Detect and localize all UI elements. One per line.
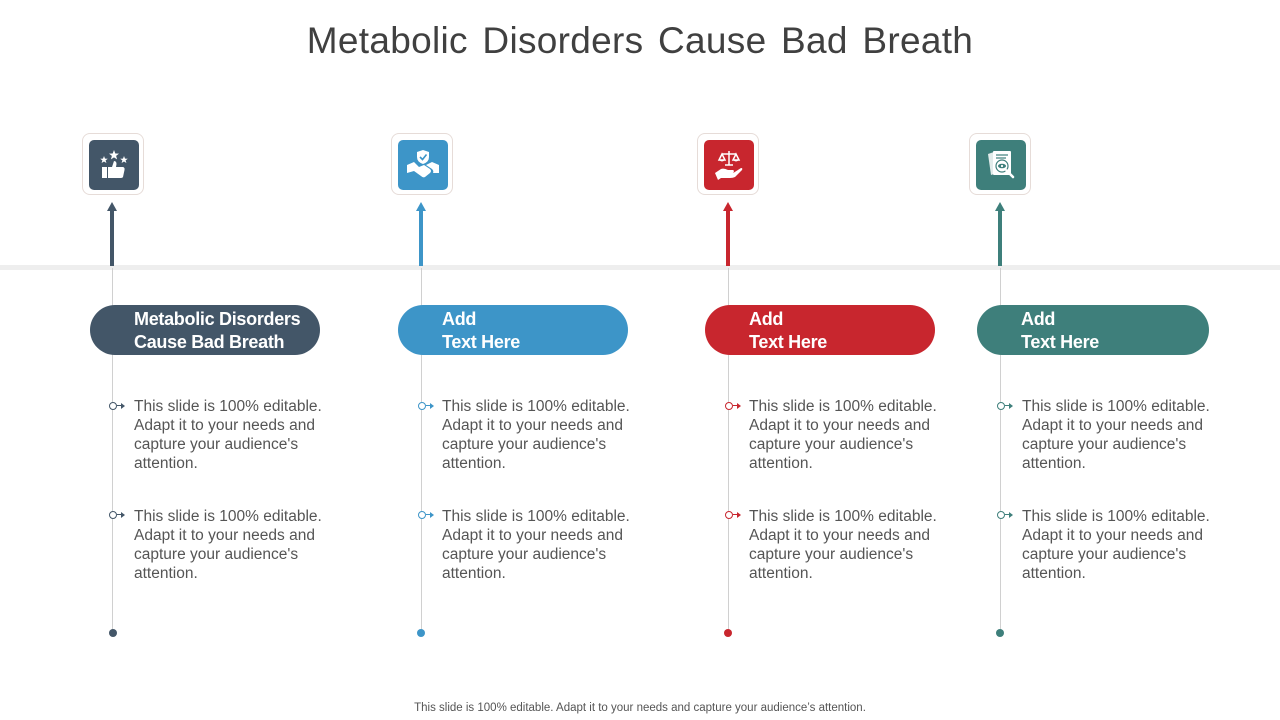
bullet-arrow-icon <box>997 401 1017 411</box>
column-3-end-dot <box>724 629 732 637</box>
column-1-icon-frame <box>82 133 144 195</box>
bullet-arrow-icon <box>418 510 438 520</box>
column-1-vertical-line <box>112 268 113 634</box>
column-4-bullet-2: This slide is 100% editable. Adapt it to… <box>1022 508 1210 582</box>
slide-title: Metabolic Disorders Cause Bad Breath <box>306 20 974 61</box>
arrow-up-icon <box>107 202 117 211</box>
bullet-arrow-icon <box>418 401 438 411</box>
column-1-heading-line1: Metabolic Disorders <box>134 309 301 329</box>
column-2-heading-line1: Add <box>442 309 477 329</box>
column-3-bullet-1: This slide is 100% editable. Adapt it to… <box>749 398 937 472</box>
slide-footer-note: This slide is 100% editable. Adapt it to… <box>414 702 866 714</box>
column-3-heading-line2: Text Here <box>749 332 828 352</box>
scales-hand-icon <box>704 140 754 190</box>
column-1-end-dot <box>109 629 117 637</box>
column-3-bullet-2: This slide is 100% editable. Adapt it to… <box>749 508 937 582</box>
column-4-vertical-line <box>1000 268 1001 634</box>
bullet-arrow-icon <box>109 510 129 520</box>
column-1-arrow-shaft <box>110 210 114 266</box>
column-4-heading-line2: Text Here <box>1021 332 1100 352</box>
column-1-bullet-2: This slide is 100% editable. Adapt it to… <box>134 508 322 582</box>
column-3-arrow-shaft <box>726 210 730 266</box>
column-2-bullet-2: This slide is 100% editable. Adapt it to… <box>442 508 630 582</box>
bullet-arrow-icon <box>997 510 1017 520</box>
column-2-icon-frame <box>391 133 453 195</box>
column-4-heading-pill: Add Text Here <box>977 305 1209 355</box>
column-3-icon-frame <box>697 133 759 195</box>
column-2-vertical-line <box>421 268 422 634</box>
column-2-heading-line2: Text Here <box>442 332 521 352</box>
column-3-heading-line1: Add <box>749 309 784 329</box>
column-2-bullet-1: This slide is 100% editable. Adapt it to… <box>442 398 630 472</box>
column-1-bullet-1: This slide is 100% editable. Adapt it to… <box>134 398 322 472</box>
column-4-icon-frame <box>969 133 1031 195</box>
bullet-arrow-icon <box>725 510 745 520</box>
column-1-heading-pill: Metabolic Disorders Cause Bad Breath <box>90 305 320 355</box>
column-1-heading-line2: Cause Bad Breath <box>134 332 285 352</box>
column-2-heading-pill: Add Text Here <box>398 305 628 355</box>
column-2-arrow-shaft <box>419 210 423 266</box>
column-4-arrow-shaft <box>998 210 1002 266</box>
arrow-up-icon <box>723 202 733 211</box>
thumbs-up-stars-icon <box>89 140 139 190</box>
column-4-heading-line1: Add <box>1021 309 1056 329</box>
timeline-band <box>0 265 1280 270</box>
arrow-up-icon <box>416 202 426 211</box>
handshake-shield-icon <box>398 140 448 190</box>
column-3-vertical-line <box>728 268 729 634</box>
document-eye-search-icon <box>976 140 1026 190</box>
arrow-up-icon <box>995 202 1005 211</box>
bullet-arrow-icon <box>725 401 745 411</box>
column-3-heading-pill: Add Text Here <box>705 305 935 355</box>
column-2-end-dot <box>417 629 425 637</box>
bullet-arrow-icon <box>109 401 129 411</box>
column-4-end-dot <box>996 629 1004 637</box>
column-4-bullet-1: This slide is 100% editable. Adapt it to… <box>1022 398 1210 472</box>
